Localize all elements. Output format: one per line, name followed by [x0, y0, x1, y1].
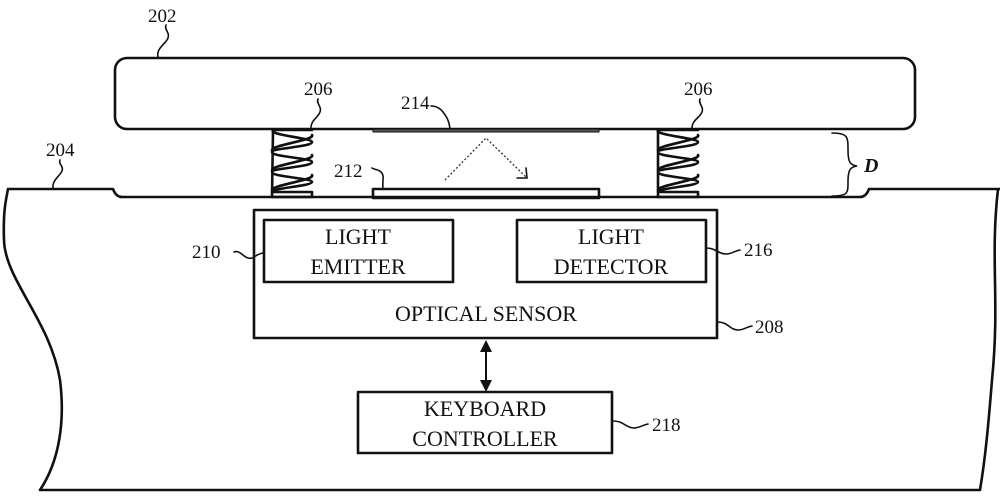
keycap-leader [156, 24, 170, 58]
housing-ref: 204 [46, 140, 75, 161]
light-detector-ref: 216 [744, 240, 773, 261]
housing-leader [52, 159, 64, 189]
spring-right-leader [691, 98, 704, 131]
optical-sensor-ref: 208 [755, 317, 784, 338]
light-emitter-label-1: LIGHT [325, 224, 392, 249]
reflector [372, 128, 600, 133]
distance-bracket [831, 132, 858, 197]
keyboard-controller [356, 390, 614, 455]
light-detector-label-2: DETECTOR [554, 254, 669, 279]
keyboard-controller-label-1: KEYBOARD [424, 396, 546, 421]
light-detector-leader [705, 247, 741, 255]
keycap [113, 56, 917, 131]
light-detector-label-1: LIGHT [578, 224, 645, 249]
window-leader [371, 167, 384, 190]
light-emitter [262, 218, 455, 284]
spring-left-ref: 206 [304, 79, 333, 100]
light-path [444, 137, 528, 181]
light-arrowhead [516, 167, 528, 179]
spring-left-leader [310, 98, 322, 131]
keyboard-controller-ref: 218 [652, 415, 681, 436]
bidirectional-arrow [480, 340, 492, 392]
optical-sensor-leader [717, 321, 753, 331]
spring-right [656, 128, 700, 199]
window-ref: 212 [334, 161, 363, 182]
optical-sensor [252, 208, 719, 340]
keyboard-controller-leader [612, 420, 649, 429]
light-emitter-label-2: EMITTER [310, 254, 406, 279]
distance-label: D [863, 155, 878, 177]
keyboard-controller-label-2: CONTROLLER [412, 426, 558, 451]
light-emitter-leader [233, 250, 265, 260]
window [371, 187, 601, 200]
reflector-leader [430, 105, 451, 130]
optical-sensor-label: OPTICAL SENSOR [395, 301, 577, 326]
light-detector [515, 218, 708, 284]
spring-right-ref: 206 [684, 79, 713, 100]
reflector-ref: 214 [401, 93, 430, 114]
spring-left [270, 128, 314, 199]
keycap-ref: 202 [148, 6, 177, 27]
light-emitter-ref: 210 [192, 242, 221, 263]
